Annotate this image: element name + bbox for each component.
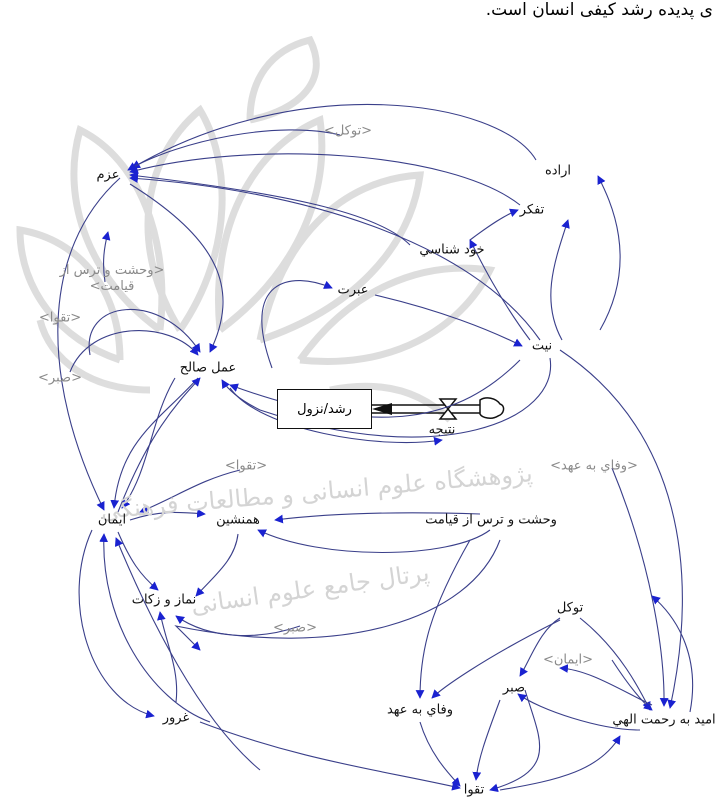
causal-link bbox=[221, 357, 552, 438]
causal-link bbox=[114, 537, 261, 771]
variable-tafakkor: تفكر bbox=[519, 202, 545, 218]
variable-omid: اميد به رحمت الهي bbox=[612, 712, 715, 728]
watermark-rosette bbox=[16, 35, 496, 423]
variable-erade: اراده bbox=[544, 163, 572, 179]
causal-link bbox=[129, 183, 224, 353]
variable-sabr-shadow1: <صبر> bbox=[38, 370, 82, 386]
caption-text: ی پدیده رشد کیفی انسان است. bbox=[485, 0, 713, 20]
causal-link bbox=[99, 533, 211, 723]
variable-ebrat: عبرت bbox=[337, 282, 369, 298]
causal-link bbox=[415, 539, 471, 699]
causal-link bbox=[229, 387, 443, 446]
stock-box-growth-decline: رشد/نزول bbox=[277, 389, 372, 429]
variable-vafa: وفاي به عهد bbox=[386, 702, 454, 718]
causal-links bbox=[57, 103, 694, 793]
causal-link bbox=[374, 294, 523, 347]
causal-link bbox=[131, 103, 537, 169]
causal-link bbox=[489, 689, 541, 793]
variable-flow: نتيجه bbox=[428, 422, 456, 438]
causal-link bbox=[157, 611, 178, 703]
variable-azm: عزم bbox=[96, 167, 120, 183]
causal-link bbox=[517, 693, 641, 731]
causal-link bbox=[78, 529, 155, 719]
causal-link bbox=[174, 539, 501, 651]
causal-link bbox=[261, 280, 333, 369]
variable-taqva-shadow2: <تقوا> bbox=[224, 458, 268, 474]
variable-vahshat: وحشت و ترس از قيامت bbox=[425, 512, 557, 528]
causal-link bbox=[419, 721, 461, 787]
variable-amal-saleh: عمل صالح bbox=[179, 360, 237, 376]
causal-link bbox=[499, 735, 621, 791]
causal-link bbox=[550, 219, 570, 341]
causal-link bbox=[611, 467, 669, 707]
variable-vahshat-shadow: <وحشت و ترس از قيامت> bbox=[59, 263, 165, 294]
variable-vafa-shadow: <وفاي به عهد> bbox=[550, 458, 638, 474]
causal-link bbox=[139, 469, 241, 513]
variable-iman-shadow: <ايمان> bbox=[542, 652, 594, 668]
causal-link bbox=[129, 508, 206, 521]
variable-taqva: تقوا bbox=[463, 782, 485, 798]
causal-link bbox=[117, 531, 159, 591]
causal-link bbox=[88, 308, 201, 356]
causal-link bbox=[257, 529, 491, 554]
flow-pipe bbox=[372, 397, 505, 420]
variable-khodshenasi: خود شناسي bbox=[419, 242, 485, 258]
causal-link bbox=[651, 595, 694, 713]
causal-link bbox=[519, 617, 561, 677]
causal-link bbox=[175, 615, 301, 637]
causal-link bbox=[57, 177, 121, 511]
variable-tavakkol: توكل bbox=[556, 600, 584, 616]
causal-link bbox=[195, 533, 239, 597]
causal-link bbox=[597, 175, 621, 331]
causal-link bbox=[117, 377, 201, 513]
causal-link bbox=[199, 721, 461, 791]
causal-link bbox=[559, 664, 653, 706]
causal-link bbox=[559, 349, 683, 709]
causal-link bbox=[274, 512, 481, 524]
causal-link bbox=[69, 330, 199, 373]
variable-hamneshin: همنشين bbox=[216, 512, 260, 528]
variable-namaz: نماز و زكات bbox=[131, 592, 197, 608]
causal-link bbox=[431, 619, 561, 699]
causal-link bbox=[121, 377, 176, 509]
causal-link bbox=[129, 174, 541, 341]
variable-taqva-shadow1: <تقوا> bbox=[38, 310, 82, 326]
causal-link bbox=[101, 231, 111, 283]
causal-link bbox=[129, 171, 411, 246]
variable-tavakkol-top: <توكل> bbox=[323, 123, 373, 139]
variable-sabr-shadow2: <صبر> bbox=[273, 620, 317, 636]
causal-link bbox=[611, 659, 653, 711]
causal-link bbox=[472, 699, 501, 781]
variable-ghorur: غرور bbox=[162, 710, 190, 726]
causal-link bbox=[127, 129, 341, 171]
causal-link bbox=[469, 208, 519, 241]
causal-link bbox=[469, 239, 531, 341]
variable-iman: ايمان bbox=[97, 512, 127, 528]
causal-link bbox=[110, 377, 199, 509]
causal-link bbox=[129, 153, 521, 206]
variable-sabr: صبر bbox=[502, 680, 526, 696]
variable-niyat: نيت bbox=[531, 338, 553, 354]
